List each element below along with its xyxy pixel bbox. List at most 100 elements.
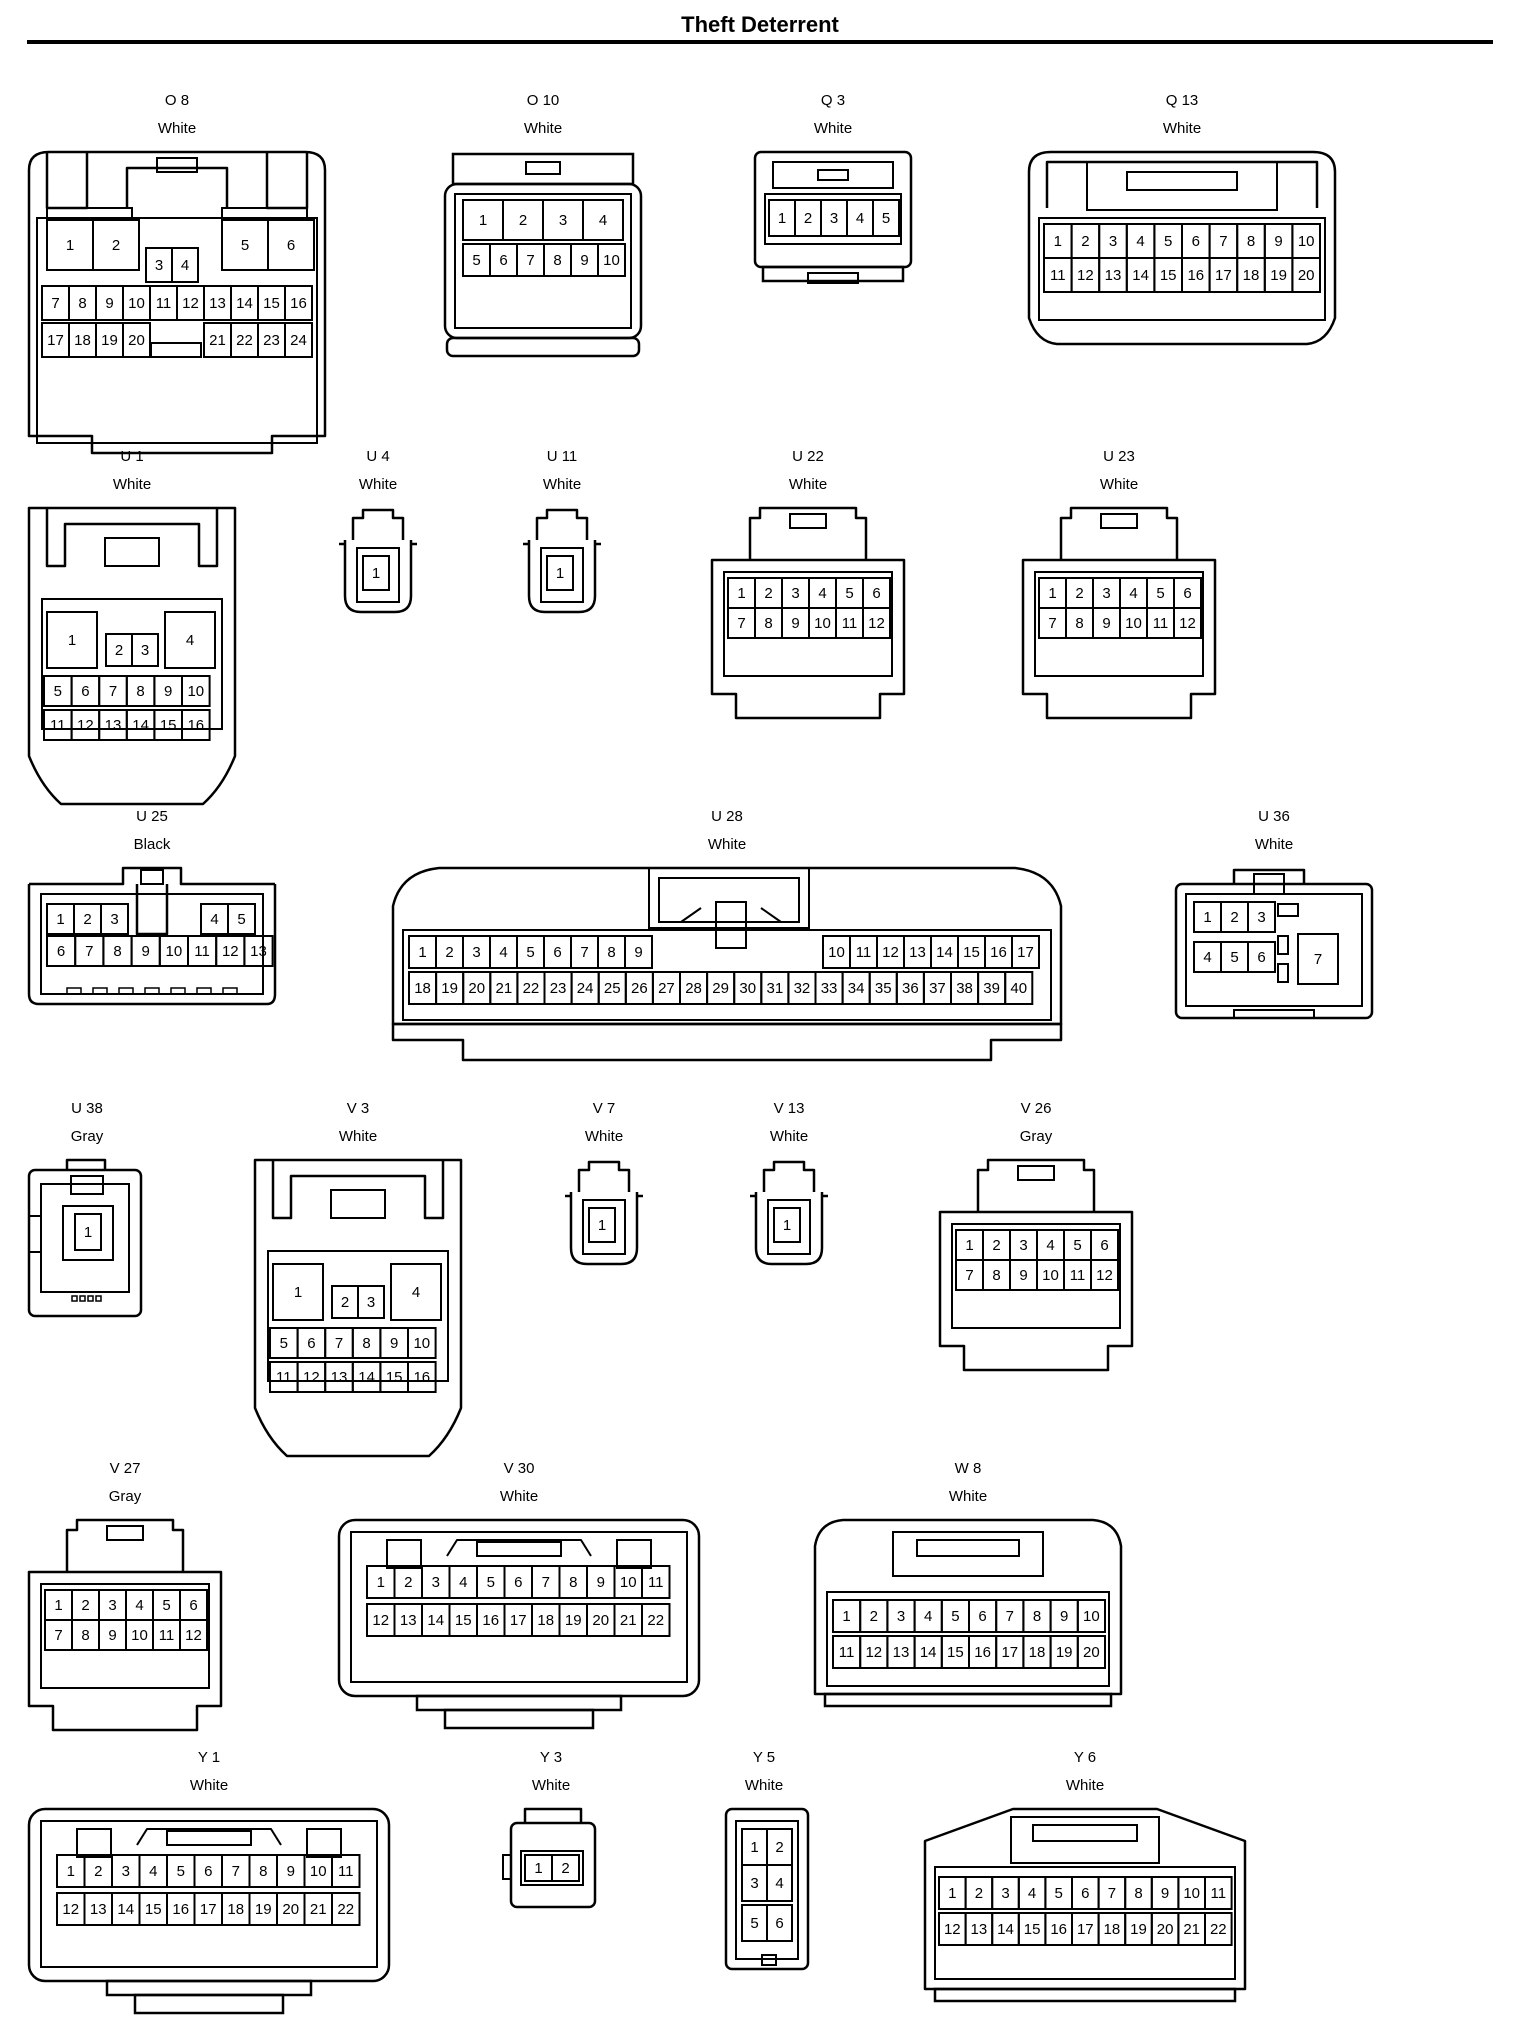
pin-number: 2 — [112, 237, 120, 254]
housing-outline — [748, 506, 868, 560]
pin-number: 40 — [1010, 980, 1027, 997]
pin-number: 1 — [598, 1217, 606, 1234]
pin-number: 1 — [842, 1608, 850, 1625]
housing-outline — [144, 987, 160, 995]
housing-outline — [140, 869, 164, 885]
housing-outline — [265, 152, 309, 210]
pin-number: 6 — [978, 1608, 986, 1625]
pin-number: 21 — [310, 1901, 327, 1918]
pin-number: 16 — [482, 1612, 499, 1629]
housing-outline — [92, 987, 108, 995]
pin-number: 7 — [737, 615, 745, 632]
connector-id: Q 13 — [1165, 92, 1199, 109]
pin-number: 22 — [647, 1612, 664, 1629]
pin-number: 6 — [499, 252, 507, 269]
pin-number: 20 — [1157, 1921, 1174, 1938]
pin-number: 16 — [413, 1369, 430, 1386]
pin-cell — [862, 607, 891, 639]
pin-number: 8 — [992, 1267, 1000, 1284]
housing-outline — [267, 1250, 449, 1382]
housing-outline — [525, 161, 561, 175]
pin-cell — [588, 1207, 616, 1243]
pin-number: 37 — [929, 980, 946, 997]
pin-number: 10 — [1042, 1267, 1059, 1284]
pin-cell — [641, 1603, 671, 1637]
pin-number: 9 — [105, 295, 113, 312]
housing-outline — [761, 265, 905, 283]
pin-cell — [331, 1854, 361, 1888]
pin-cell — [546, 555, 574, 591]
connector-color: White — [499, 1488, 539, 1505]
connector-id: V 27 — [109, 1460, 141, 1477]
housing-outline — [951, 1223, 1121, 1329]
housing-outline — [535, 508, 589, 540]
connector-color: White — [1162, 120, 1202, 137]
pin-number: 11 — [648, 1574, 664, 1591]
pin-number: 7 — [526, 252, 534, 269]
pin-number: 6 — [81, 683, 89, 700]
connector-color: Black — [133, 836, 171, 853]
pin-cell — [1004, 971, 1034, 1005]
pin-number: 5 — [237, 911, 245, 928]
pin-number: 7 — [1048, 615, 1056, 632]
pin-number: 17 — [1017, 944, 1034, 961]
housing-outline — [1059, 506, 1179, 560]
pin-number: 1 — [1203, 909, 1211, 926]
pin-number: 2 — [341, 1294, 349, 1311]
pin-number: 15 — [160, 717, 177, 734]
connector-color: White — [358, 476, 398, 493]
pin-cell — [1291, 257, 1321, 293]
housing-outline — [789, 513, 827, 529]
pin-cell — [641, 1565, 671, 1599]
pin-number: 8 — [1247, 233, 1255, 250]
pin-number: 35 — [875, 980, 892, 997]
pin-cell — [1247, 901, 1276, 933]
pin-number: 16 — [1050, 1921, 1067, 1938]
pin-cell — [1204, 1912, 1233, 1946]
pin-number: 23 — [263, 332, 280, 349]
pin-number: 4 — [599, 212, 607, 229]
pin-cell — [766, 1904, 793, 1942]
pin-number: 8 — [553, 252, 561, 269]
pin-number: 11 — [276, 1369, 292, 1386]
pin-number: 20 — [282, 1901, 299, 1918]
pin-number: 18 — [74, 332, 91, 349]
pin-number: 1 — [1054, 233, 1062, 250]
pin-number: 3 — [1257, 909, 1265, 926]
pin-number: 6 — [553, 944, 561, 961]
connector-drawing: 1 — [565, 1160, 643, 1266]
pin-number: 2 — [404, 1574, 412, 1591]
pin-number: 4 — [499, 944, 507, 961]
pin-number: 7 — [580, 944, 588, 961]
housing-outline — [125, 166, 229, 208]
pin-number: 9 — [597, 1574, 605, 1591]
housing-outline — [710, 558, 906, 720]
pin-number: 5 — [280, 1335, 288, 1352]
pin-number: 9 — [1060, 1608, 1068, 1625]
housing-outline — [386, 1539, 422, 1569]
pin-cell — [362, 555, 390, 591]
pin-number: 16 — [1187, 267, 1204, 284]
pin-number: 7 — [1219, 233, 1227, 250]
pin-number: 5 — [177, 1863, 185, 1880]
pin-number: 6 — [189, 1597, 197, 1614]
housing-outline — [27, 506, 237, 806]
pin-number: 5 — [54, 683, 62, 700]
pin-number: 3 — [432, 1574, 440, 1591]
pin-cell — [92, 219, 140, 271]
pin-number: 15 — [1024, 1921, 1041, 1938]
pin-number: 15 — [263, 295, 280, 312]
